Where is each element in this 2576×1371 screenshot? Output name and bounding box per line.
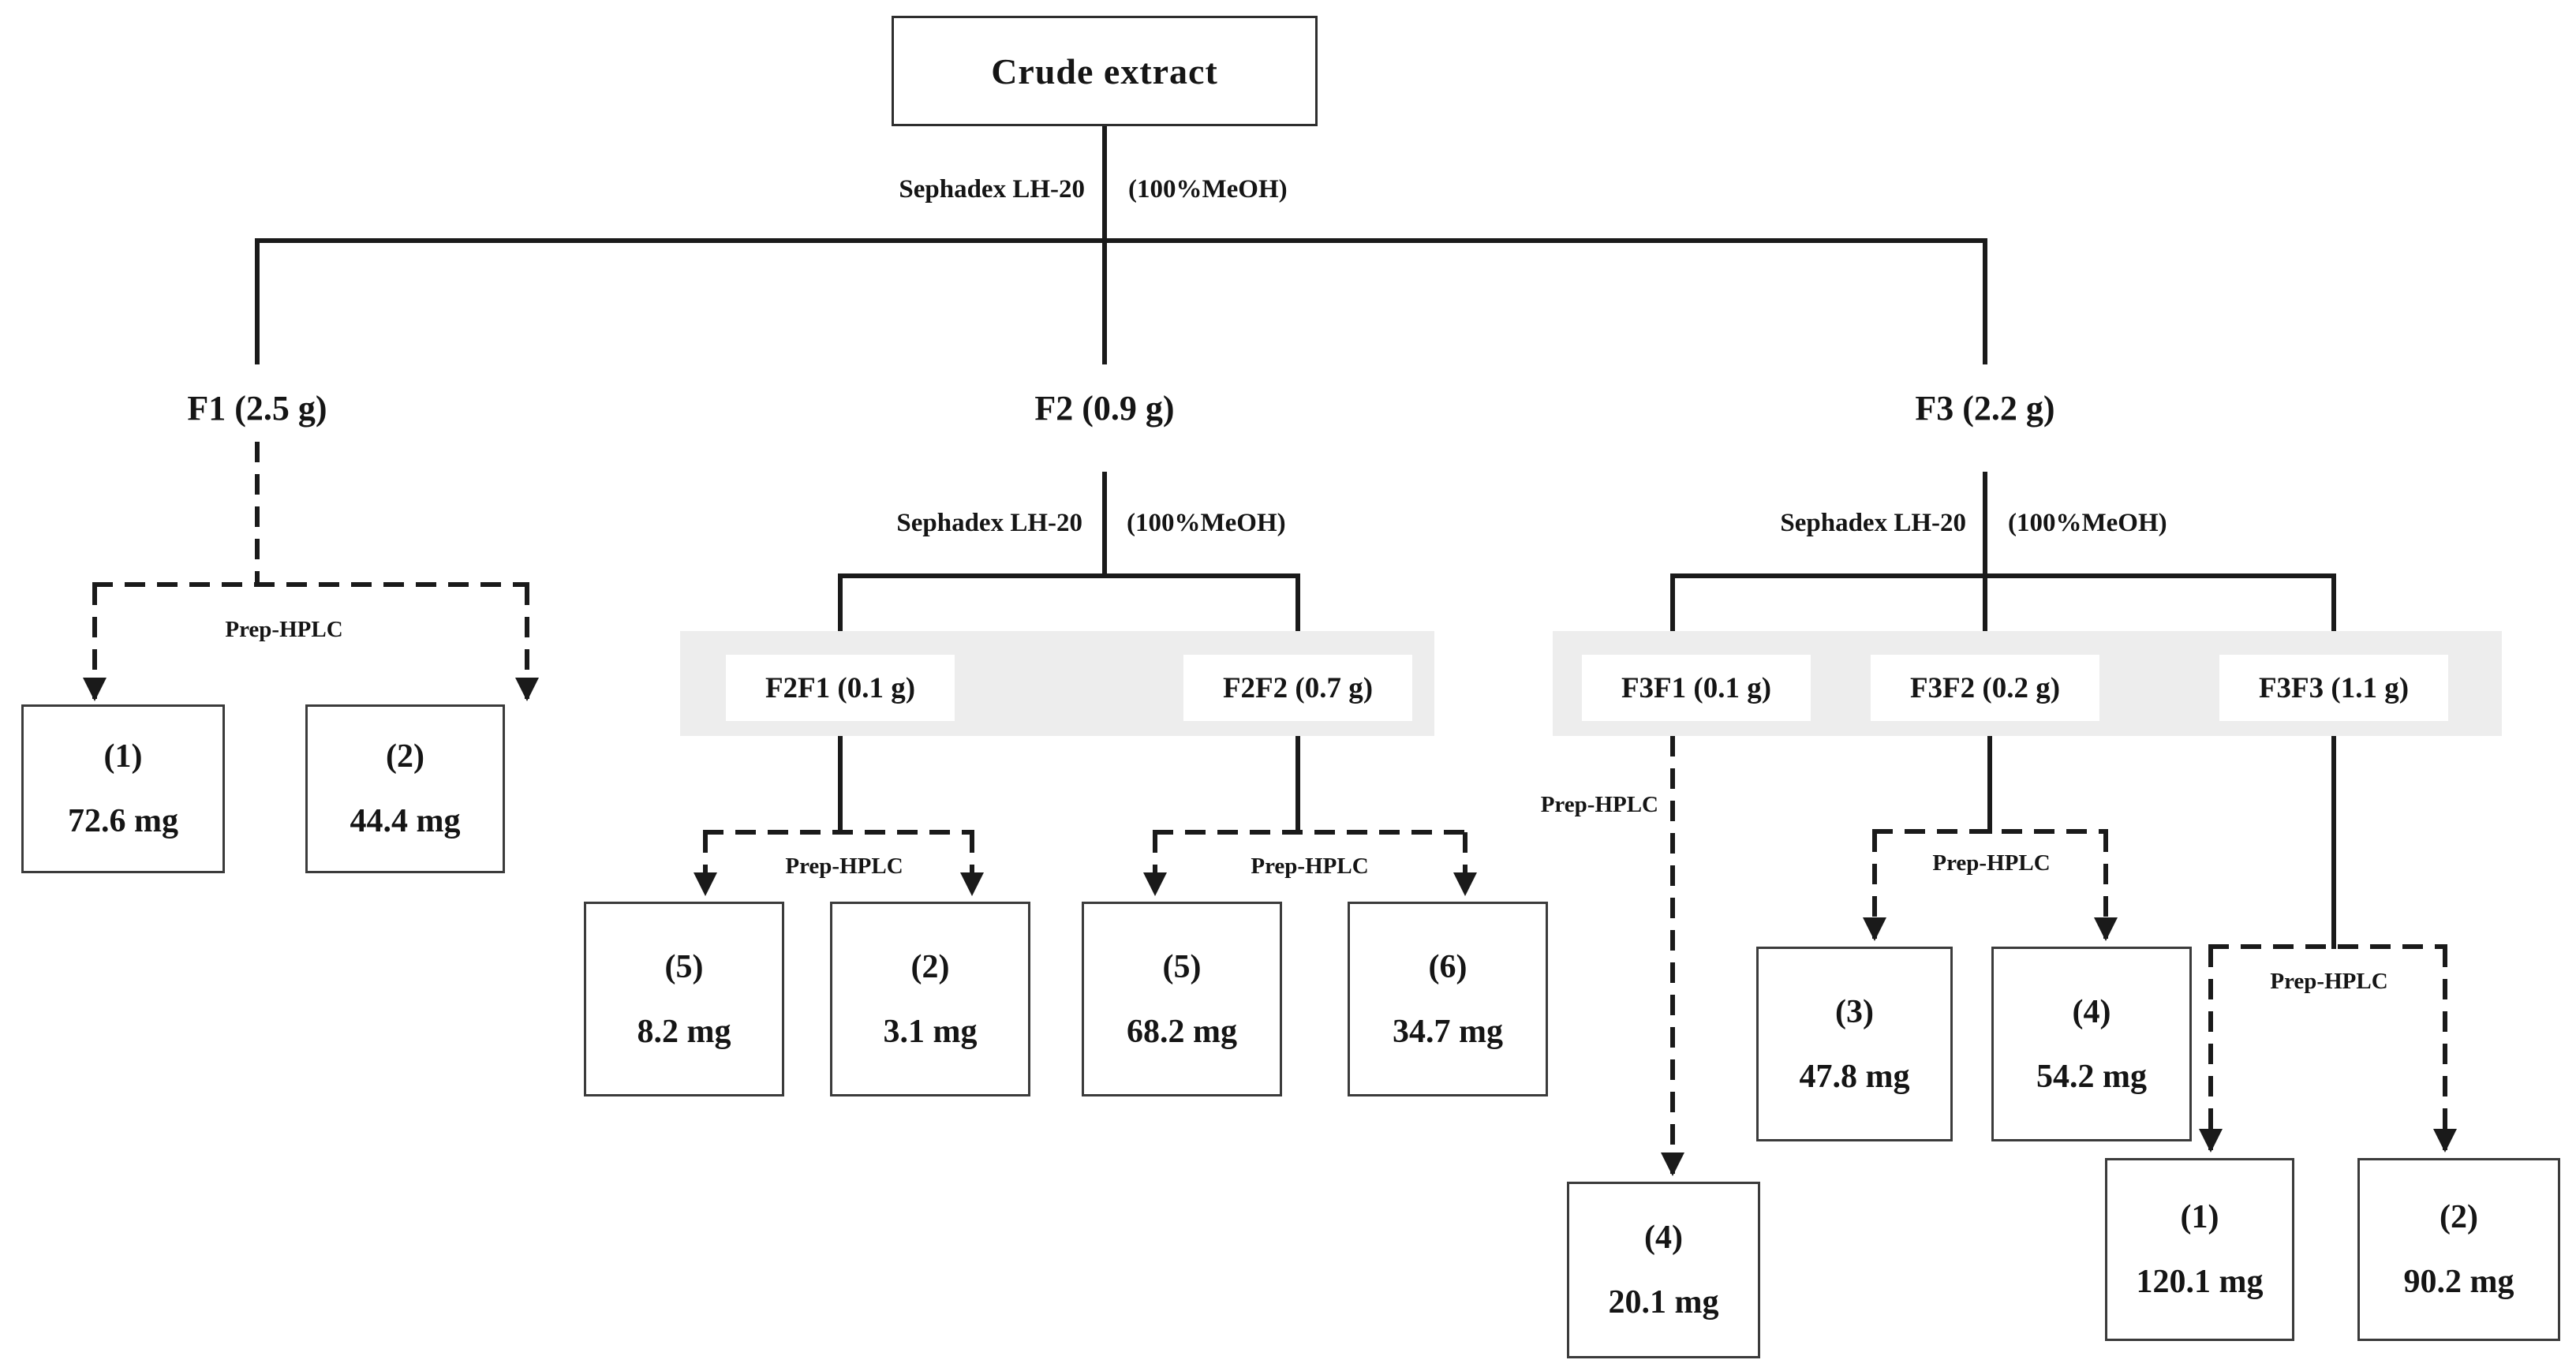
fraction-f3f1-label: F3F1 (0.1 g) <box>1582 655 1811 721</box>
fraction-f1-label: F1 (2.5 g) <box>187 389 327 428</box>
compound-mass: 8.2 mg <box>637 1013 731 1050</box>
compound-box-f2f2-5: (5) 68.2 mg <box>1082 902 1282 1096</box>
f2f2-text: F2F2 (0.7 g) <box>1222 671 1374 704</box>
compound-id: (4) <box>1644 1220 1683 1256</box>
compound-mass: 47.8 mg <box>1799 1058 1910 1095</box>
compound-mass: 54.2 mg <box>2036 1058 2147 1095</box>
compound-mass: 72.6 mg <box>68 803 178 839</box>
compound-mass: 3.1 mg <box>883 1013 978 1050</box>
sephadex-method-label-f3: Sephadex LH-20 <box>1780 509 1966 537</box>
compound-id: (5) <box>664 948 704 985</box>
prep-hplc-label-f2f2: Prep-HPLC <box>1251 854 1369 879</box>
fraction-f2-label: F2 (0.9 g) <box>1034 389 1175 428</box>
compound-id: (1) <box>2180 1199 2219 1235</box>
compound-box-f2f1-5: (5) 8.2 mg <box>584 902 784 1096</box>
sephadex-method-label-f2: Sephadex LH-20 <box>896 509 1082 537</box>
compound-box-f3f2-4: (4) 54.2 mg <box>1991 947 2192 1141</box>
compound-mass: 120.1 mg <box>2136 1264 2264 1300</box>
f3f1-text: F3F1 (0.1 g) <box>1621 671 1772 704</box>
sephadex-method-label-top: Sephadex LH-20 <box>899 175 1085 204</box>
compound-id: (2) <box>2440 1199 2478 1235</box>
f3f2-text: F3F2 (0.2 g) <box>1909 671 2061 704</box>
prep-hplc-label-f3f3: Prep-HPLC <box>2270 969 2388 994</box>
compound-mass: 34.7 mg <box>1393 1013 1503 1050</box>
compound-box-f1-1: (1) 72.6 mg <box>21 704 225 873</box>
compound-id: (1) <box>103 738 143 775</box>
prep-hplc-label-f3f1: Prep-HPLC <box>1540 792 1658 817</box>
compound-box-f3f1-4: (4) 20.1 mg <box>1567 1182 1760 1358</box>
compound-box-f3f3-1: (1) 120.1 mg <box>2105 1158 2294 1341</box>
compound-id: (2) <box>910 948 950 985</box>
fraction-f3f2-label: F3F2 (0.2 g) <box>1871 655 2099 721</box>
compound-mass: 44.4 mg <box>350 803 461 839</box>
sephadex-solvent-label-f3: (100%MeOH) <box>2008 509 2167 537</box>
crude-extract-label: Crude extract <box>991 50 1218 92</box>
compound-id: (5) <box>1162 948 1202 985</box>
compound-box-f3f2-3: (3) 47.8 mg <box>1756 947 1953 1141</box>
f2f1-text: F2F1 (0.1 g) <box>765 671 916 704</box>
compound-mass: 68.2 mg <box>1127 1013 1237 1050</box>
fraction-f2f1-label: F2F1 (0.1 g) <box>726 655 955 721</box>
compound-id: (2) <box>386 738 424 775</box>
sephadex-solvent-label-f2: (100%MeOH) <box>1127 509 1286 537</box>
prep-hplc-label-f1: Prep-HPLC <box>225 617 343 642</box>
compound-box-f2f2-6: (6) 34.7 mg <box>1348 902 1548 1096</box>
compound-mass: 90.2 mg <box>2403 1264 2514 1300</box>
compound-box-f2f1-2: (2) 3.1 mg <box>830 902 1030 1096</box>
compound-box-f3f3-2: (2) 90.2 mg <box>2357 1158 2560 1341</box>
compound-box-f1-2: (2) 44.4 mg <box>305 704 505 873</box>
f3f3-text: F3F3 (1.1 g) <box>2258 671 2410 704</box>
crude-extract-box: Crude extract <box>892 16 1318 126</box>
sephadex-solvent-label-top: (100%MeOH) <box>1128 175 1288 204</box>
prep-hplc-label-f3f2: Prep-HPLC <box>1932 850 2051 876</box>
prep-hplc-label-f2f1: Prep-HPLC <box>785 854 903 879</box>
fraction-f3-label: F3 (2.2 g) <box>1915 389 2055 428</box>
compound-id: (6) <box>1428 948 1467 985</box>
fraction-f3f3-label: F3F3 (1.1 g) <box>2219 655 2448 721</box>
compound-id: (4) <box>2072 993 2111 1030</box>
compound-mass: 20.1 mg <box>1608 1284 1719 1321</box>
fraction-f2f2-label: F2F2 (0.7 g) <box>1183 655 1412 721</box>
compound-id: (3) <box>1835 993 1874 1030</box>
